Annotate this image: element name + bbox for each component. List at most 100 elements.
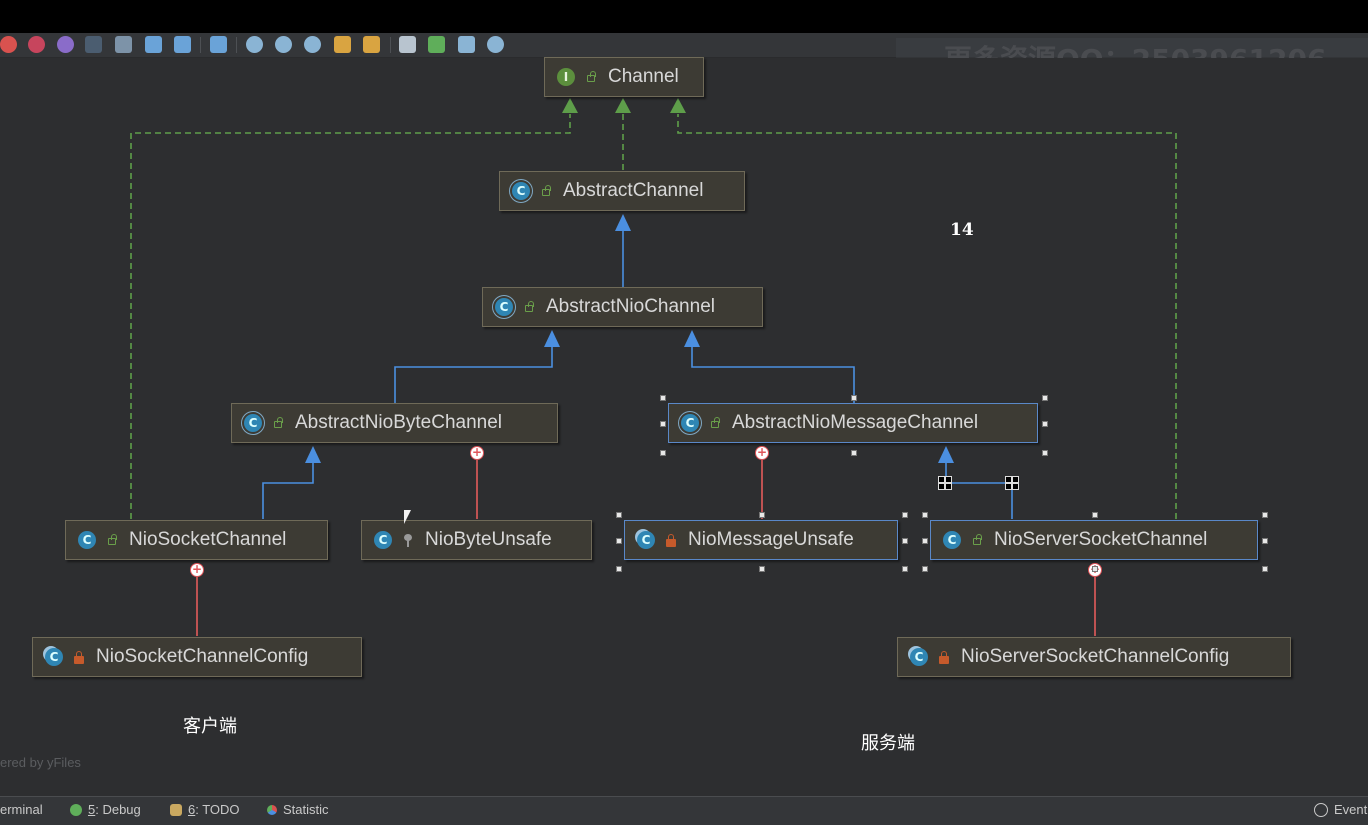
resize-handle[interactable] [759,512,765,518]
node-nio-message-unsafe[interactable]: C NioMessageUnsafe [624,520,898,560]
methods-icon[interactable] [28,36,45,53]
todo-shortcut: 6 [188,802,196,817]
resize-handle[interactable] [902,566,908,572]
categories-icon[interactable] [0,36,17,53]
public-visibility-icon [708,416,722,430]
private-visibility-icon [664,533,678,547]
arrowhead [670,98,686,113]
top-black-bar [0,0,1368,33]
node-channel[interactable]: I Channel [544,57,704,97]
bend-handle[interactable] [938,483,945,490]
event-log-icon [1314,802,1328,817]
terminal-tab[interactable]: erminal [0,802,43,817]
inner-class-connector-icon: + [755,445,769,460]
preview-icon[interactable] [487,36,504,53]
bend-handle[interactable] [1005,476,1012,483]
class-icon: C [943,531,961,549]
node-label: NioServerSocketChannel [994,529,1208,550]
abstract-class-icon: C [495,298,513,316]
zoom-in-icon[interactable] [246,36,263,53]
inner-class-icon: C [910,648,928,666]
resize-handle[interactable] [1262,538,1268,544]
arrowhead [615,214,631,231]
print-icon[interactable] [458,36,475,53]
resize-handle[interactable] [616,512,622,518]
todo-tab[interactable]: 6: TODO [170,802,240,817]
resize-handle[interactable] [922,512,928,518]
arrowhead [544,330,560,347]
save-icon[interactable] [399,36,416,53]
resize-handle[interactable] [922,566,928,572]
bend-handle[interactable] [1012,476,1019,483]
resize-handle[interactable] [1262,512,1268,518]
node-abstract-nio-message-channel[interactable]: C AbstractNioMessageChannel [668,403,1038,443]
resize-handle[interactable] [1092,566,1098,572]
filter-icon[interactable] [145,36,162,53]
bend-handle[interactable] [938,476,945,483]
extends-arrowheads [305,214,954,463]
edge-nioserversocketchannel-to-abstractniomessagechannel [945,462,1013,519]
private-visibility-icon [72,650,86,664]
resize-handle[interactable] [616,566,622,572]
bend-handle[interactable] [1012,483,1019,490]
resize-handle[interactable] [851,395,857,401]
node-label: AbstractNioChannel [546,296,715,317]
resize-handle[interactable] [1042,395,1048,401]
resize-handle[interactable] [902,538,908,544]
resize-handle[interactable] [902,512,908,518]
node-abstract-channel[interactable]: C AbstractChannel [499,171,745,211]
debug-tab[interactable]: 5: Debug [70,802,141,817]
resize-handle[interactable] [1262,566,1268,572]
resize-handle[interactable] [1042,450,1048,456]
arrowhead [615,98,631,113]
statistic-pie-icon [267,804,277,815]
edge-creation-icon[interactable] [115,36,132,53]
extends-edges [262,230,1013,519]
fit-content-icon[interactable] [334,36,351,53]
debug-label: : Debug [95,802,141,817]
resize-handle[interactable] [660,450,666,456]
node-label: AbstractNioByteChannel [295,412,502,433]
node-nio-server-socket-channel-config[interactable]: C NioServerSocketChannelConfig [897,637,1291,677]
bend-handle[interactable] [945,476,952,483]
edge-nioserversocketchannel-to-channel [677,114,1177,519]
node-nio-socket-channel-config[interactable]: C NioSocketChannelConfig [32,637,362,677]
inner-class-connector-icon: + [190,562,204,577]
public-visibility-icon [970,533,984,547]
inner-class-icon: C [637,531,655,549]
arrowhead [938,446,954,463]
node-abstract-nio-channel[interactable]: C AbstractNioChannel [482,287,763,327]
node-nio-byte-unsafe[interactable]: C NioByteUnsafe [361,520,592,560]
edge-channel-implements [130,114,1177,519]
event-log-tab[interactable]: Event [1314,802,1367,817]
resize-handle[interactable] [1092,512,1098,518]
resize-handle[interactable] [922,538,928,544]
resize-handle[interactable] [660,395,666,401]
resize-handle[interactable] [851,450,857,456]
actual-size-icon[interactable] [304,36,321,53]
edge-abstractniobytechannel-to-abstractniochannel [394,346,553,403]
node-nio-server-socket-channel[interactable]: C NioServerSocketChannel [930,520,1258,560]
node-label: NioSocketChannel [129,529,287,550]
resize-handle[interactable] [759,566,765,572]
zoom-out-icon[interactable] [275,36,292,53]
properties-icon[interactable] [57,36,74,53]
statistic-tab[interactable]: Statistic [267,802,329,817]
pin-star-icon[interactable] [174,36,191,53]
bend-handle[interactable] [1005,483,1012,490]
resize-handle[interactable] [616,538,622,544]
toolbar-separator [390,37,391,53]
resize-handle[interactable] [660,421,666,427]
bend-handle[interactable] [945,483,952,490]
apply-layout-icon[interactable] [363,36,380,53]
resize-handle[interactable] [1042,421,1048,427]
node-abstract-nio-byte-channel[interactable]: C AbstractNioByteChannel [231,403,558,443]
node-nio-socket-channel[interactable]: C NioSocketChannel [65,520,328,560]
statistic-label: Statistic [283,802,329,817]
terminal-label: erminal [0,802,43,817]
layout-icon[interactable] [210,36,227,53]
export-icon[interactable] [428,36,445,53]
inner-class-icon: C [45,648,63,666]
debug-shortcut: 5 [88,802,96,817]
inner-classes-icon[interactable] [85,36,102,53]
